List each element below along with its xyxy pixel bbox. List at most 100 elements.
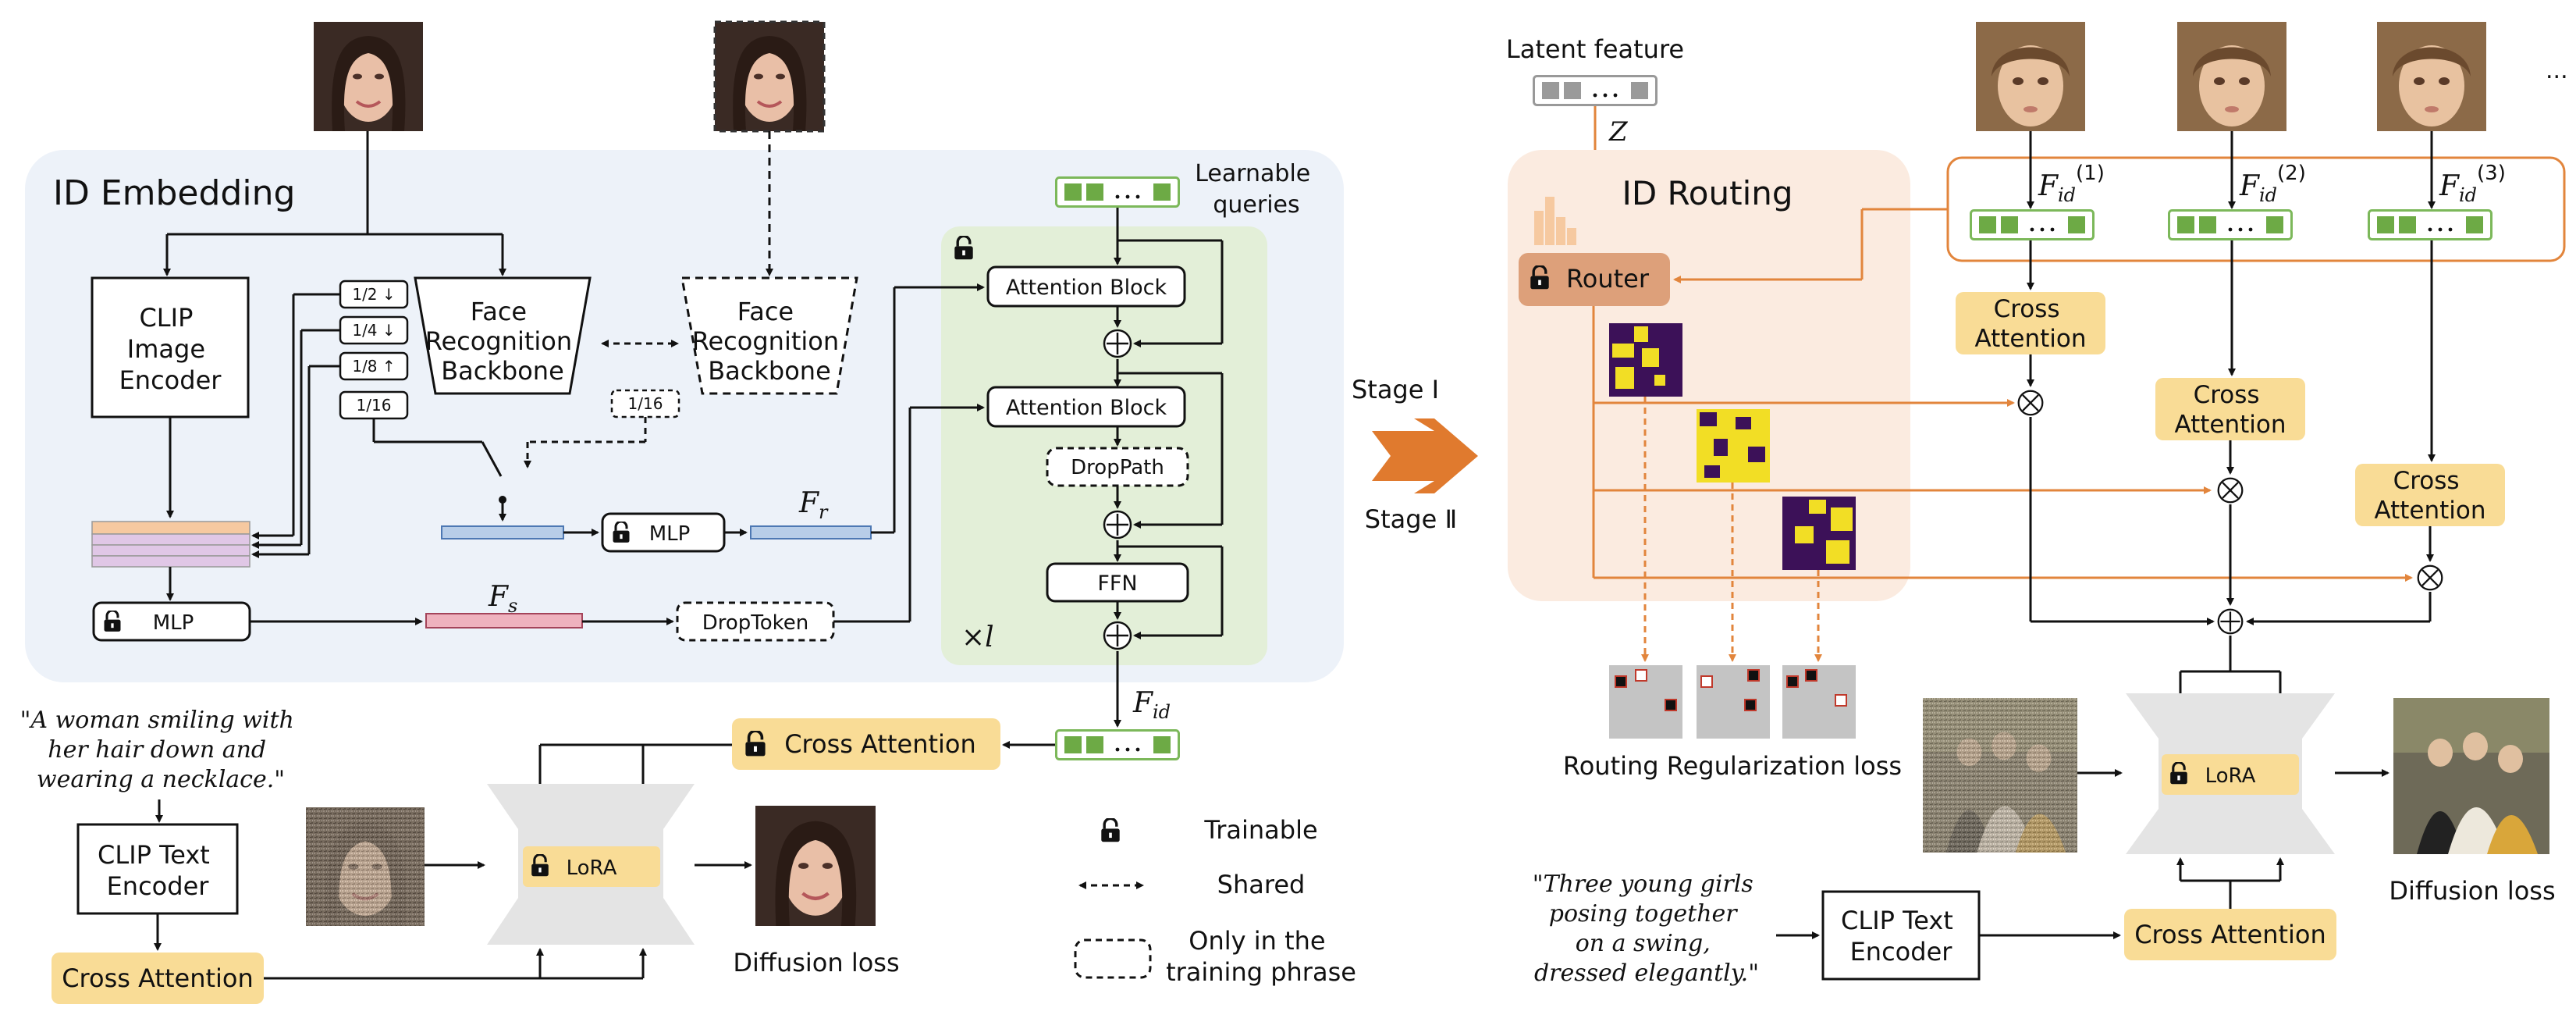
- scale-box-2: 1/4 ↓: [339, 315, 409, 345]
- noisy-painting-image: [1923, 698, 2077, 853]
- cross-attention-box: [732, 718, 1000, 770]
- clip-text-encoder-left-label-1: CLIP Text: [98, 840, 210, 870]
- router-output-lines: [1592, 306, 2413, 582]
- bottom-crossattn-to-unet: [264, 948, 647, 980]
- id-embedding-title: ID Embedding: [53, 173, 295, 213]
- left-prompt-line-2: her hair down and: [48, 736, 266, 764]
- id-routing-title: ID Routing: [1622, 174, 1793, 212]
- sum-to-unet-arrows: [2176, 636, 2284, 701]
- crossattn-to-multiply-arrows: [2027, 354, 2434, 562]
- diffusion-loss-right: Diffusion loss: [2389, 876, 2555, 906]
- left-prompt-line-3: wearing a necklace.": [37, 766, 285, 793]
- legend-lock-icon: [1100, 818, 1121, 843]
- routing-reg-loss-label: Routing Regularization loss: [1563, 751, 1902, 781]
- sum-icon: [2217, 608, 2244, 635]
- portrait-to-token-arrows: [2027, 131, 2436, 209]
- residual-add-1-icon: [1103, 329, 1132, 358]
- svg-text:1/16: 1/16: [628, 394, 663, 413]
- more-identities-ellipsis: ...: [2546, 57, 2568, 84]
- fr-input-bar: [441, 525, 564, 539]
- latent-feature-label: Latent feature: [1506, 34, 1684, 64]
- face-backbone-dashed-label-1: Face: [737, 297, 794, 326]
- child-portrait-2: [2177, 22, 2286, 131]
- clip-image-encoder-label-1: CLIP: [139, 303, 193, 333]
- scale-connectors: [251, 293, 503, 558]
- svg-text:Cross Attention: Cross Attention: [1974, 295, 2086, 353]
- svg-text:Face Recognition Backb: Face Recognition Backbone: [425, 297, 581, 386]
- z-label: Z: [1608, 116, 1629, 148]
- fid-1-label: Fid(1): [2038, 162, 2105, 206]
- tokens-to-router-line: [1673, 208, 1948, 283]
- multiply-1-icon: [2017, 390, 2044, 416]
- attention-kv-inputs: [833, 283, 985, 623]
- lora-left-label: LoRA: [567, 856, 617, 880]
- cross-attention-right-3-label-1: Cross: [2393, 467, 2460, 495]
- dashed-scale-connector: [524, 417, 647, 468]
- attention-block-1-label: Attention Block: [1006, 276, 1167, 300]
- stage-1-label: Stage Ⅰ: [1352, 375, 1439, 404]
- router-label: Router: [1566, 264, 1650, 294]
- output-painting-image: [2393, 698, 2549, 854]
- child-portrait-1: [1976, 22, 2085, 131]
- clip-image-encoder-label-2: Image: [127, 334, 205, 364]
- reg-target-1: [1609, 665, 1682, 739]
- stage-2-label: Stage Ⅱ: [1365, 504, 1457, 534]
- svg-text:1/4 ↓: 1/4 ↓: [352, 321, 395, 340]
- routing-mask-1: [1609, 323, 1682, 397]
- svg-text:Learnable queries: Learnable queries: [1195, 160, 1318, 219]
- residual-path-2: [1117, 372, 1224, 529]
- fs-label: Fs: [488, 581, 517, 617]
- fid-2-token: [2168, 209, 2293, 240]
- residual-path-3: [1117, 545, 1224, 639]
- fid-3-label: Fid(3): [2439, 162, 2506, 206]
- input-face-split-arrows: [163, 131, 506, 276]
- legend-shared: Shared: [1217, 870, 1306, 899]
- legend-only-training-1: Only in the: [1189, 926, 1325, 956]
- face-backbone-label-1: Face: [471, 297, 527, 326]
- left-prompt-line-1: "A woman smiling with: [20, 707, 294, 734]
- fs-feature-bar: [425, 613, 583, 629]
- multiply-to-sum-arrows: [2029, 417, 2432, 625]
- legend-trainable: Trainable: [1203, 815, 1317, 845]
- svg-text:Cross Attention: Cross Attention: [2374, 467, 2485, 525]
- cross-attention-label: Cross Attention: [784, 729, 976, 759]
- drop-path-label: DropPath: [1071, 456, 1164, 479]
- svg-text:Face Recognition Backb: Face Recognition Backbone: [692, 297, 847, 386]
- lora-right-label: LoRA: [2205, 764, 2256, 788]
- lora-box-left: [523, 846, 660, 887]
- child-portrait-3: [2377, 22, 2486, 131]
- routing-mask-2: [1697, 409, 1770, 483]
- fid-2-label: Fid(2): [2239, 162, 2306, 206]
- residual-add-3-icon: [1103, 621, 1132, 650]
- face-recognition-backbone: [414, 276, 592, 395]
- aligned-face-image: [713, 20, 826, 133]
- right-prompt-line-3: on a swing,: [1576, 930, 1711, 957]
- residual-path-1: [1117, 239, 1224, 347]
- learnable-queries-label-1: Learnable: [1195, 160, 1310, 187]
- svg-text:Only in the training phras: Only in the training phrase: [1166, 926, 1356, 987]
- residual-add-2-icon: [1103, 510, 1132, 539]
- ffn-label: FFN: [1097, 572, 1137, 596]
- clip-text-encoder-left: [76, 823, 239, 915]
- svg-text:"A woman smiling with her: "A woman smiling with her hair down and …: [20, 707, 302, 793]
- learnable-queries-token: [1055, 176, 1180, 208]
- clip-text-encoder-left-label-2: Encoder: [107, 871, 210, 901]
- multiply-2-icon: [2217, 477, 2244, 504]
- cross-attention-right-3-label-2: Attention: [2374, 497, 2485, 525]
- diffusion-loss-left: Diffusion loss: [733, 948, 899, 977]
- face-backbone-dashed-label-2: Recognition: [692, 326, 839, 356]
- cross-attention-right-bottom-label: Cross Attention: [2134, 920, 2326, 949]
- fid-3-token: [2368, 209, 2493, 240]
- learnable-queries-label-2: queries: [1213, 191, 1299, 219]
- face-backbone-label-2: Recognition: [425, 326, 572, 356]
- fr-feature-bar: [750, 525, 872, 539]
- reg-target-3: [1782, 665, 1856, 739]
- scale-box-3: 1/8 ↑: [339, 351, 409, 381]
- attention-block-2-label: Attention Block: [1006, 396, 1167, 420]
- attention-block-2: [986, 386, 1186, 428]
- face-recognition-backbone-dashed: [680, 276, 858, 395]
- clip-image-encoder: [91, 276, 250, 418]
- stacked-feature-map: [91, 521, 250, 568]
- cross-attention-right-1-label-1: Cross: [1994, 295, 2060, 323]
- fid-1-token: [1970, 209, 2095, 240]
